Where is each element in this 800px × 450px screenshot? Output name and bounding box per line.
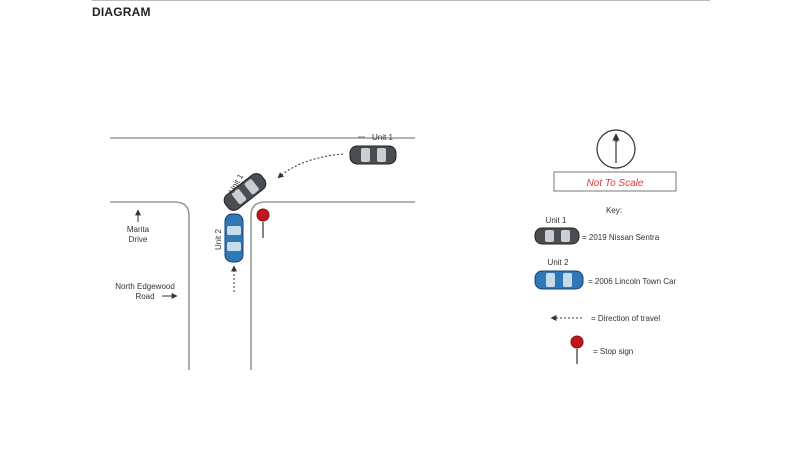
- unit1-start-label: Unit 1: [372, 133, 393, 142]
- edgewood-road-label-2: Road: [135, 292, 154, 301]
- key-unit2-vehicle-icon: [534, 270, 584, 290]
- edgewood-road-label-1: North Edgewood: [115, 282, 175, 291]
- marita-drive-label-2: Drive: [129, 235, 148, 244]
- unit2-label: Unit 2: [214, 229, 223, 250]
- marita-drive-label-1: Marita: [127, 225, 150, 234]
- svg-text:N: N: [614, 138, 618, 144]
- unit1-start-vehicle: [349, 145, 397, 165]
- unit1-impact-vehicle: [223, 173, 267, 211]
- key-stop-sign-icon: [570, 335, 584, 364]
- west-corner-edge: [110, 201, 190, 370]
- top-divider: [92, 0, 710, 1]
- key-unit2-desc: = 2006 Lincoln Town Car: [588, 277, 676, 286]
- north-arrow-icon: N: [596, 129, 636, 169]
- unit2-vehicle: [224, 213, 244, 263]
- key-stop-desc: = Stop sign: [593, 347, 633, 356]
- key-unit1-label: Unit 1: [546, 216, 567, 225]
- stop-sign-icon: [256, 208, 270, 238]
- unit1-travel-arrow: [277, 153, 344, 179]
- page-heading: DIAGRAM: [92, 5, 151, 19]
- scale-note-text: Not To Scale: [587, 178, 644, 189]
- key-travel-desc: = Direction of travel: [591, 314, 660, 323]
- key-unit1-desc: = 2019 Nissan Sentra: [582, 233, 660, 242]
- key-unit2-label: Unit 2: [548, 258, 569, 267]
- road-edges: [110, 137, 415, 370]
- east-corner-edge: [250, 201, 415, 370]
- key-title: Key:: [606, 206, 622, 215]
- key-unit1-vehicle-icon: [534, 227, 580, 245]
- scale-note-box: [553, 171, 677, 192]
